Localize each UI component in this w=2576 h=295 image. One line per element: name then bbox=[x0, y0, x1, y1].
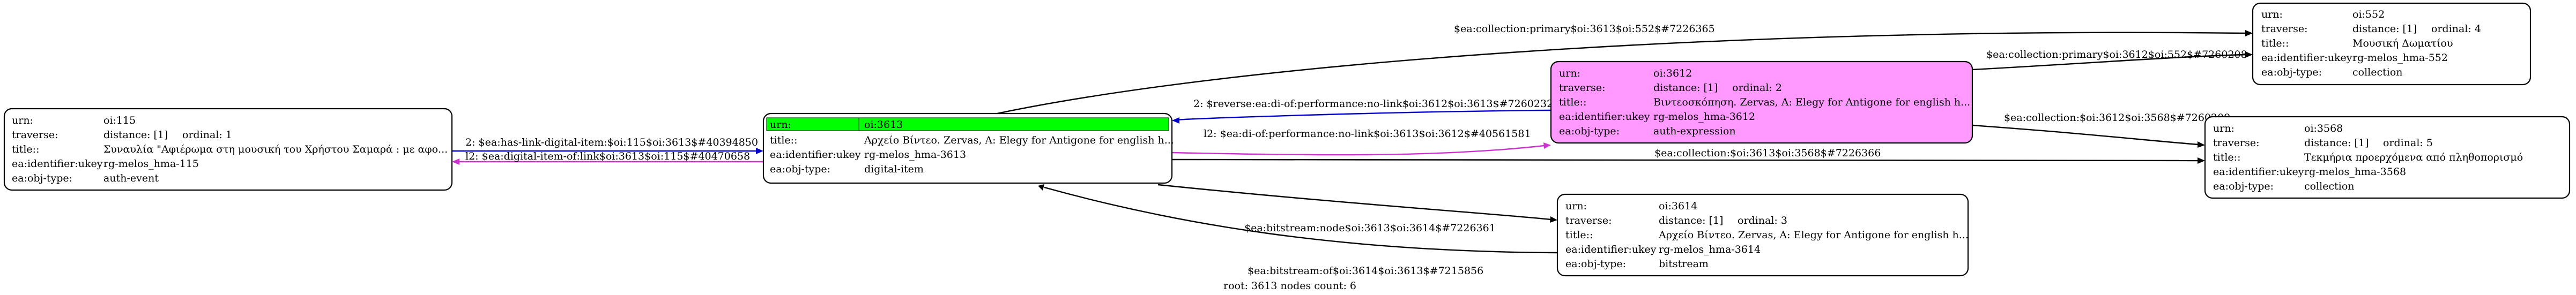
node-value: distance: [1] bbox=[103, 129, 168, 141]
node-value: distance: [1] bbox=[2304, 137, 2369, 149]
graph-footer-caption: root: 3613 nodes count: 6 bbox=[1223, 280, 1356, 292]
node-key: ea:identifier:ukey bbox=[1565, 244, 1657, 255]
node-value: Συναυλία "Αφιέρωμα στη μουσική του Χρήστ… bbox=[103, 143, 448, 155]
node-value: bitstream bbox=[1659, 258, 1709, 270]
edge-collection-3613-3568: $ea:collection:$oi:3613$oi:3568$#7226366 bbox=[1171, 147, 2205, 164]
node-extra: ordinal: 2 bbox=[1732, 82, 1782, 94]
node-key: urn: bbox=[2261, 9, 2283, 20]
node-extra: ordinal: 4 bbox=[2431, 23, 2481, 35]
node-key: traverse: bbox=[1565, 215, 1612, 226]
node-value: Μουσική Δωματίου bbox=[2352, 37, 2453, 49]
node-value: rg-melos_hma-3614 bbox=[1659, 244, 1761, 255]
node-key: title:: bbox=[1565, 229, 1593, 241]
edge-label: l2: $ea:di-of:performance:no-link$oi:361… bbox=[1204, 128, 1531, 140]
node-value: rg-melos_hma-3612 bbox=[1653, 111, 1755, 123]
node-value: oi:115 bbox=[103, 115, 136, 126]
node-key: traverse: bbox=[1559, 82, 1606, 94]
node-key: title:: bbox=[1559, 96, 1586, 108]
node-value: Αρχείο Βίντεο. Zervas, A: Elegy for Anti… bbox=[864, 134, 1174, 146]
node-key: ea:identifier:ukey bbox=[2261, 52, 2352, 64]
node-key: ea:obj-type: bbox=[2213, 180, 2274, 192]
node-value: rg-melos_hma-115 bbox=[103, 158, 199, 170]
node-extra: ordinal: 5 bbox=[2383, 137, 2433, 149]
edge-bitstream-node: $ea:bitstream:node$oi:3613$oi:3614$#7226… bbox=[1157, 184, 1557, 234]
node-key: traverse: bbox=[12, 129, 58, 141]
node-value: oi:3568 bbox=[2304, 123, 2343, 134]
edge-label: $ea:collection:$oi:3612$oi:3568$#7260209 bbox=[2004, 112, 2230, 124]
node-value: rg-melos_hma-3613 bbox=[864, 149, 966, 161]
edge-label: 2: $ea:has-link-digital-item:$oi:115$oi:… bbox=[465, 137, 758, 148]
node-oi3614[interactable]: urn: oi:3614 traverse: distance: [1] ord… bbox=[1556, 193, 1969, 277]
edge-label: $ea:collection:$oi:3613$oi:3568$#7226366 bbox=[1654, 147, 1881, 159]
node-extra: ordinal: 3 bbox=[1738, 215, 1787, 226]
node-extra: ordinal: 1 bbox=[182, 129, 232, 141]
node-key: urn: bbox=[770, 119, 791, 131]
node-key: traverse: bbox=[2213, 137, 2260, 149]
node-value: distance: [1] bbox=[1653, 82, 1718, 94]
node-key: urn: bbox=[1559, 67, 1580, 79]
node-key: ea:identifier:ukey bbox=[2213, 166, 2304, 178]
edge-collection-3612-3568: $ea:collection:$oi:3612$oi:3568$#7260209 bbox=[1972, 112, 2230, 148]
node-value: oi:3612 bbox=[1653, 67, 1692, 79]
node-value: distance: [1] bbox=[2352, 23, 2417, 35]
node-key: ea:identifier:ukey bbox=[12, 158, 103, 170]
node-oi115[interactable]: urn: oi:115 traverse: distance: [1] ordi… bbox=[3, 108, 453, 191]
edge-reverse-di-of-performance: 2: $reverse:ea:di-of:performance:no-link… bbox=[1172, 98, 1553, 124]
node-oi3568[interactable]: urn: oi:3568 traverse: distance: [1] ord… bbox=[2204, 116, 2571, 199]
edge-label: $ea:collection:primary$oi:3612$oi:552$#7… bbox=[1986, 49, 2247, 60]
edge-label: $ea:collection:primary$oi:3613$oi:552$#7… bbox=[1454, 23, 1715, 35]
node-key: urn: bbox=[2213, 123, 2234, 134]
node-oi3613[interactable]: urn: oi:3613 title:: Αρχείο Βίντεο. Zerv… bbox=[762, 112, 1174, 184]
node-value: Τεκμήρια προερχόμενα από πληθοπορισμό bbox=[2304, 152, 2523, 163]
node-key: traverse: bbox=[2261, 23, 2308, 35]
edge-label: $ea:bitstream:of$oi:3614$oi:3613$#721585… bbox=[1248, 265, 1483, 277]
edge-label: 2: $reverse:ea:di-of:performance:no-link… bbox=[1193, 98, 1553, 110]
node-value: auth-event bbox=[103, 172, 159, 184]
node-value: Αρχείο Βίντεο. Zervas, A: Elegy for Anti… bbox=[1658, 229, 1969, 241]
edge-di-of-performance: l2: $ea:di-of:performance:no-link$oi:361… bbox=[1171, 128, 1551, 156]
node-value: Βιντεοσκόπηση. Zervas, A: Elegy for Anti… bbox=[1653, 96, 1970, 108]
node-value: oi:552 bbox=[2352, 9, 2385, 20]
edge-label: $ea:bitstream:node$oi:3613$oi:3614$#7226… bbox=[1244, 222, 1496, 234]
node-value: digital-item bbox=[864, 163, 924, 175]
node-value: collection bbox=[2304, 180, 2355, 192]
node-key: title:: bbox=[2261, 37, 2289, 49]
node-key: title:: bbox=[2213, 152, 2240, 163]
node-value: distance: [1] bbox=[1659, 215, 1723, 226]
edge-digital-item-of: l2: $ea:digital-item-of:link$oi:3613$oi:… bbox=[452, 150, 763, 165]
node-key: title:: bbox=[12, 143, 39, 155]
node-key: ea:obj-type: bbox=[2261, 66, 2322, 78]
node-value: collection bbox=[2352, 66, 2403, 78]
node-key: ea:identifier:ukey bbox=[770, 149, 861, 161]
node-key: ea:identifier:ukey bbox=[1559, 111, 1650, 123]
node-key: title:: bbox=[770, 134, 797, 146]
node-value: rg-melos_hma-3568 bbox=[2304, 166, 2406, 178]
node-key: ea:obj-type: bbox=[12, 172, 72, 184]
edge-bitstream-of: $ea:bitstream:of$oi:3614$oi:3613$#721585… bbox=[1038, 184, 1558, 277]
node-key: urn: bbox=[1565, 200, 1587, 212]
node-key: ea:obj-type: bbox=[1559, 125, 1620, 137]
root-highlight-row bbox=[766, 117, 1169, 131]
node-value: rg-melos_hma-552 bbox=[2352, 52, 2448, 64]
node-oi552[interactable]: urn: oi:552 traverse: distance: [1] ordi… bbox=[2252, 2, 2532, 86]
node-value: oi:3614 bbox=[1659, 200, 1697, 212]
node-key: urn: bbox=[12, 115, 33, 126]
node-value: auth-expression bbox=[1653, 125, 1736, 137]
edge-label: l2: $ea:digital-item-of:link$oi:3613$oi:… bbox=[465, 150, 750, 162]
node-key: ea:obj-type: bbox=[770, 163, 830, 175]
node-key: ea:obj-type: bbox=[1565, 258, 1626, 270]
edge-collection-primary-3613-552: $ea:collection:primary$oi:3613$oi:552$#7… bbox=[997, 23, 2253, 115]
edge-collection-primary-3612-552: $ea:collection:primary$oi:3612$oi:552$#7… bbox=[1972, 49, 2253, 71]
edge-has-link-digital-item: 2: $ea:has-link-digital-item:$oi:115$oi:… bbox=[452, 137, 763, 154]
node-oi3612[interactable]: urn: oi:3612 traverse: distance: [1] ord… bbox=[1550, 60, 1973, 144]
node-value: oi:3613 bbox=[864, 119, 903, 131]
